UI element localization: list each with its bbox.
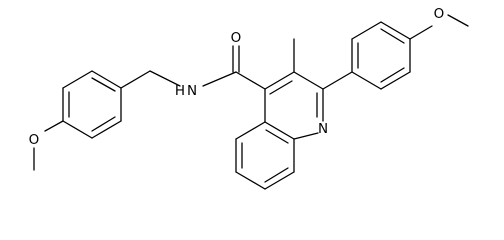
- pyridine-ring: [264, 71, 324, 140]
- bond-r4-o: [409, 25, 433, 40]
- molecule-structure-diagram: O N H N O O: [29, 6, 469, 190]
- left-methoxyphenyl-ring: [33, 70, 122, 171]
- carboxamide-group: [120, 45, 266, 90]
- carbonyl-oxygen-label: O: [231, 30, 242, 46]
- left-methoxy-oxygen-label: O: [29, 132, 40, 148]
- amide-nitrogen-label: N: [187, 83, 197, 99]
- bond-r2-r3: [351, 21, 382, 40]
- bond-c4-c3: [264, 71, 295, 90]
- bond-l5-l6: [91, 120, 122, 139]
- bond-l5-l6-inner: [91, 116, 116, 132]
- bond-n-ch2: [149, 70, 181, 87]
- bond-c8a-c4a: [264, 121, 295, 140]
- bond-c4a-c5: [235, 121, 266, 140]
- bond-c6-c7: [235, 171, 266, 190]
- bond-l2-l3: [62, 70, 93, 89]
- bond-c7-c8-inner: [264, 167, 289, 183]
- bond-c7-c8: [264, 171, 295, 190]
- bond-r3-r4: [380, 21, 411, 40]
- bond-c4a-c8a-inner: [265, 129, 289, 144]
- bond-carbonyl-n: [202, 71, 237, 87]
- right-methoxy-oxygen-label: O: [434, 6, 445, 22]
- amide-hydrogen-label: H: [175, 83, 185, 99]
- ring-nitrogen-label: N: [318, 121, 328, 137]
- bond-l4-l5: [62, 120, 93, 139]
- bond-c4-carbonyl: [235, 71, 266, 90]
- bond-c2-aryl: [322, 71, 353, 90]
- right-methoxyphenyl-ring: [322, 14, 469, 90]
- bond-o-methyl-right: [447, 14, 469, 27]
- bond-c4-c3-inner: [269, 80, 293, 95]
- bond-l1-l2: [91, 70, 122, 89]
- bond-l1-l2-inner: [91, 77, 116, 92]
- bond-l4-o: [44, 120, 64, 132]
- bond-r5-r6: [380, 71, 411, 90]
- benzo-ring: [235, 121, 295, 190]
- bond-r3-r4-inner: [380, 28, 405, 44]
- bond-r5-r6-inner: [380, 67, 405, 83]
- bond-ch2-aryl: [120, 70, 151, 89]
- bond-n1-c8a: [293, 132, 319, 140]
- bond-r6-r1: [351, 71, 382, 90]
- bond-c3-c2: [293, 71, 324, 90]
